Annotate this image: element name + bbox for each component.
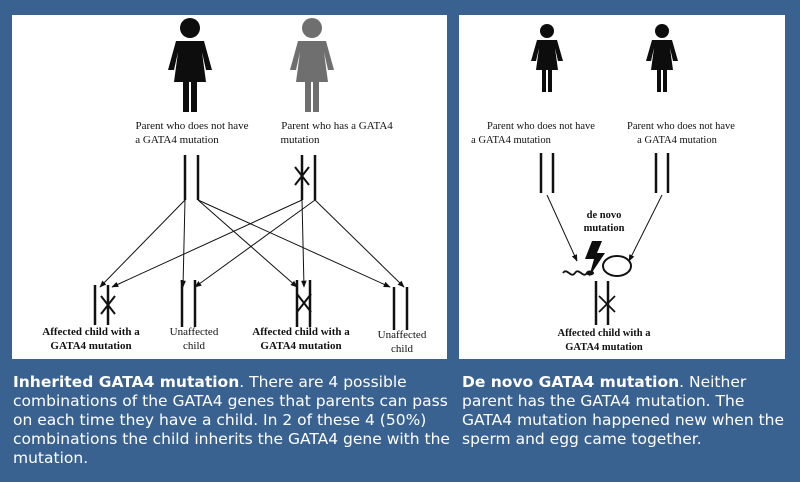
- parent1-icon: [531, 24, 563, 92]
- parent1-label-line2: a GATA4 mutation: [135, 134, 219, 146]
- inherited-diagram-panel: Parent who does not have a GATA4 mutatio…: [12, 15, 447, 359]
- parent2-chromosomes: [654, 153, 670, 193]
- child4-chromosomes: [392, 287, 409, 330]
- parent1-label-line1: Parent who does not have: [487, 121, 595, 132]
- child3-chromosomes: [295, 280, 312, 327]
- denovo-label-line2: mutation: [584, 223, 625, 234]
- denovo-label-line1: de novo: [587, 210, 622, 221]
- inheritance-arrows: [99, 199, 405, 288]
- sperm-icon: [562, 270, 588, 276]
- parent2-mutation-mark: [294, 166, 310, 186]
- parent2-icon: [646, 24, 678, 92]
- child3-label-line1: Affected child with a: [252, 326, 350, 338]
- parent2-label-line2: a GATA4 mutation: [637, 135, 717, 146]
- child1-mutation-mark: [100, 295, 116, 315]
- denovo-caption-title: De novo GATA4 mutation: [462, 373, 680, 391]
- child2-label-line1: Unaffected: [170, 326, 219, 338]
- child3-label-line2: GATA4 mutation: [260, 340, 341, 352]
- child1-chromosomes: [93, 285, 110, 325]
- inherited-caption-title: Inherited GATA4 mutation: [13, 373, 240, 391]
- child-label-line1: Affected child with a: [557, 328, 651, 339]
- parent2-label-line1: Parent who has a GATA4: [281, 120, 393, 132]
- denovo-caption: De novo GATA4 mutation. Neither parent h…: [462, 373, 792, 449]
- child1-label-line1: Affected child with a: [42, 326, 140, 338]
- child2-label-line2: child: [183, 340, 205, 352]
- parent2-label-line1: Parent who does not have: [627, 121, 735, 132]
- gamete-arrows: [546, 194, 663, 262]
- parent1-label-line1: Parent who does not have: [135, 120, 248, 132]
- inherited-caption: Inherited GATA4 mutation. There are 4 po…: [13, 373, 461, 468]
- parent-unaffected-icon: [168, 18, 212, 112]
- parent1-chromosomes: [539, 153, 555, 193]
- child4-label-line1: Unaffected: [378, 329, 427, 341]
- child-mutation-mark: [598, 295, 616, 313]
- egg-icon: [602, 255, 632, 277]
- parent2-label-line2: mutation: [280, 134, 320, 146]
- inherited-caption-body: . There are 4 possible combinations of t…: [13, 373, 450, 467]
- lightning-bolt-icon: [585, 241, 605, 277]
- denovo-caption-body: . Neither parent has the GATA4 mutation.…: [462, 373, 785, 448]
- child3-mutation-mark: [296, 293, 312, 313]
- sperm-head-icon: [586, 270, 594, 276]
- child1-label-line2: GATA4 mutation: [50, 340, 131, 352]
- child2-chromosomes: [180, 280, 197, 327]
- child-label-line2: GATA4 mutation: [565, 342, 643, 353]
- child4-label-line2: child: [391, 343, 413, 355]
- denovo-diagram: Parent who does not have a GATA4 mutatio…: [471, 24, 735, 353]
- parent1-label-line2: a GATA4 mutation: [471, 135, 551, 146]
- inherited-diagram: Parent who does not have a GATA4 mutatio…: [42, 18, 427, 355]
- parent-affected-icon: [290, 18, 334, 112]
- denovo-diagram-panel: Parent who does not have a GATA4 mutatio…: [459, 15, 785, 359]
- parent1-chromosomes: [183, 155, 200, 200]
